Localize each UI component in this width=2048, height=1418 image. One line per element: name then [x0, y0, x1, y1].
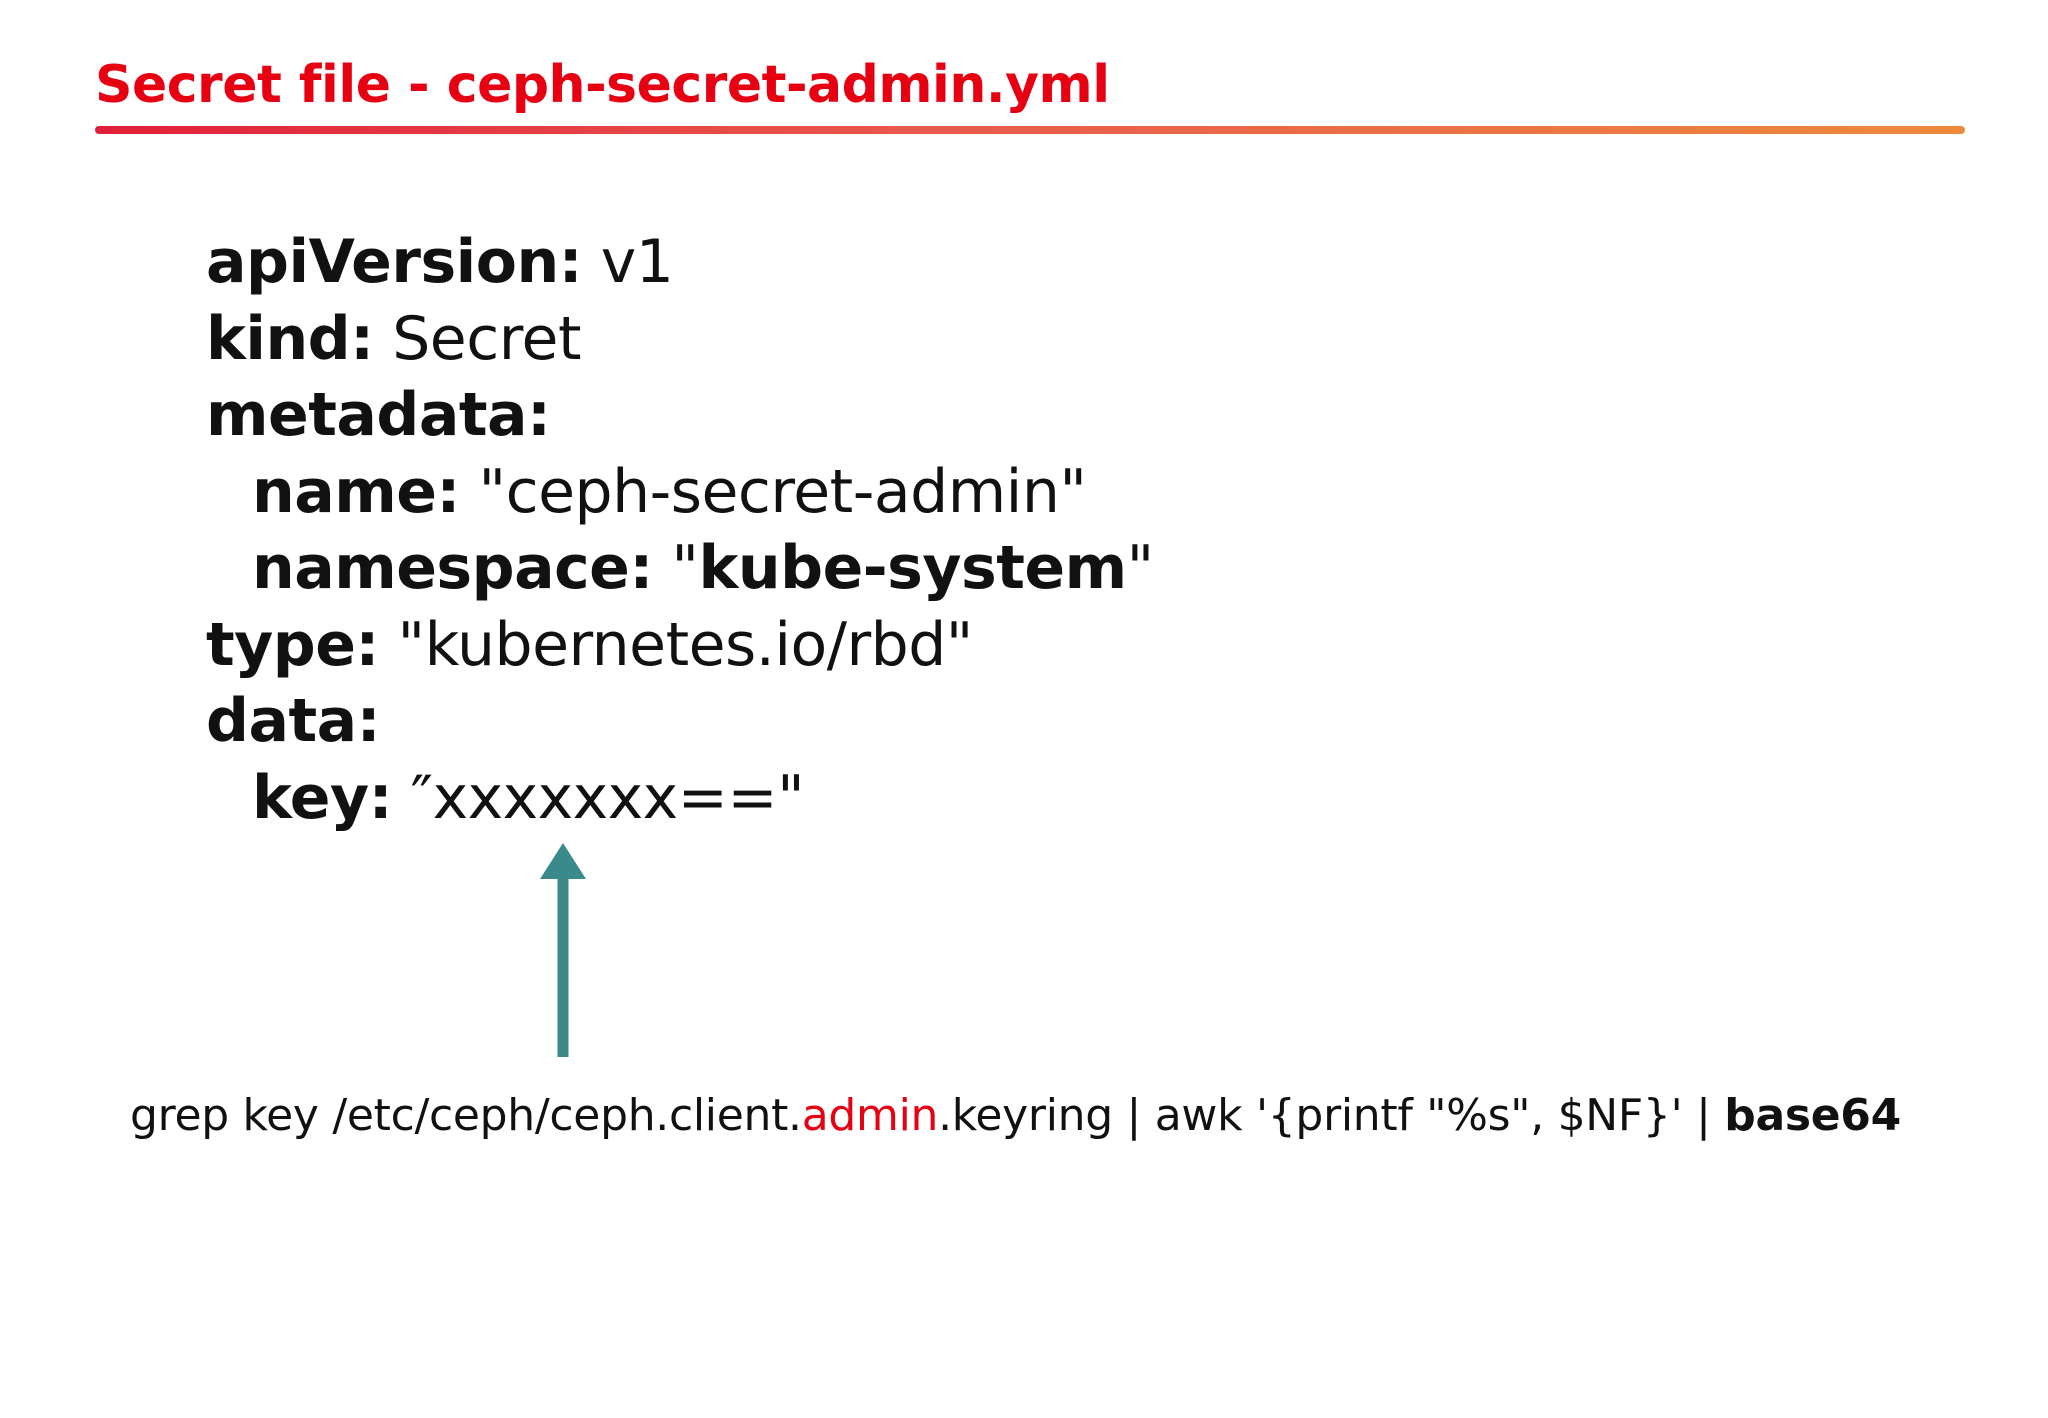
yaml-value-namespace-open-quote: " [652, 533, 699, 603]
yaml-line-key: key: ″xxxxxxx==" [206, 760, 1154, 837]
yaml-key-api-version: apiVersion: [206, 227, 583, 297]
yaml-code-block: apiVersion: v1 kind: Secret metadata: na… [206, 224, 1154, 836]
slide-title: Secret file - ceph-secret-admin.yml [95, 55, 1110, 115]
yaml-line-type: type: "kubernetes.io/rbd" [206, 607, 1154, 684]
yaml-key-data: data: [206, 686, 381, 756]
yaml-key-kind: kind: [206, 303, 374, 374]
yaml-value-key: ″xxxxxxx==" [392, 762, 805, 833]
yaml-key-metadata: metadata: [206, 380, 551, 450]
yaml-line-api-version: apiVersion: v1 [206, 224, 1154, 301]
command-base64: base64 [1724, 1090, 1901, 1141]
command-highlight-admin: admin [801, 1090, 939, 1141]
yaml-key-namespace: namespace: [252, 533, 653, 603]
arrow-shaft [557, 877, 569, 1057]
command-prefix: grep key /etc/ceph/ceph.client. [130, 1090, 802, 1141]
yaml-key-name: name: [252, 456, 460, 527]
yaml-value-namespace-close-quote: " [1126, 533, 1155, 603]
yaml-line-kind: kind: Secret [206, 301, 1154, 378]
yaml-line-metadata: metadata: [206, 377, 1154, 454]
up-arrow-icon [540, 843, 586, 1057]
yaml-line-data: data: [206, 683, 1154, 760]
yaml-value-namespace: kube-system [698, 533, 1128, 603]
yaml-key-type: type: [206, 609, 379, 680]
yaml-line-namespace: namespace: "kube-system" [206, 530, 1154, 607]
yaml-line-name: name: "ceph-secret-admin" [206, 454, 1154, 531]
yaml-value-api-version: v1 [582, 227, 674, 297]
yaml-value-type: "kubernetes.io/rbd" [378, 609, 974, 680]
yaml-value-name: "ceph-secret-admin" [459, 456, 1087, 527]
command-middle: .keyring | awk '{printf "%s", $NF}' | [938, 1090, 1725, 1141]
arrow-head [540, 843, 586, 879]
yaml-value-kind: Secret [373, 303, 581, 374]
title-divider [95, 126, 1965, 134]
shell-command: grep key /etc/ceph/ceph.client.admin.key… [130, 1086, 1901, 1146]
yaml-key-key: key: [252, 762, 393, 833]
